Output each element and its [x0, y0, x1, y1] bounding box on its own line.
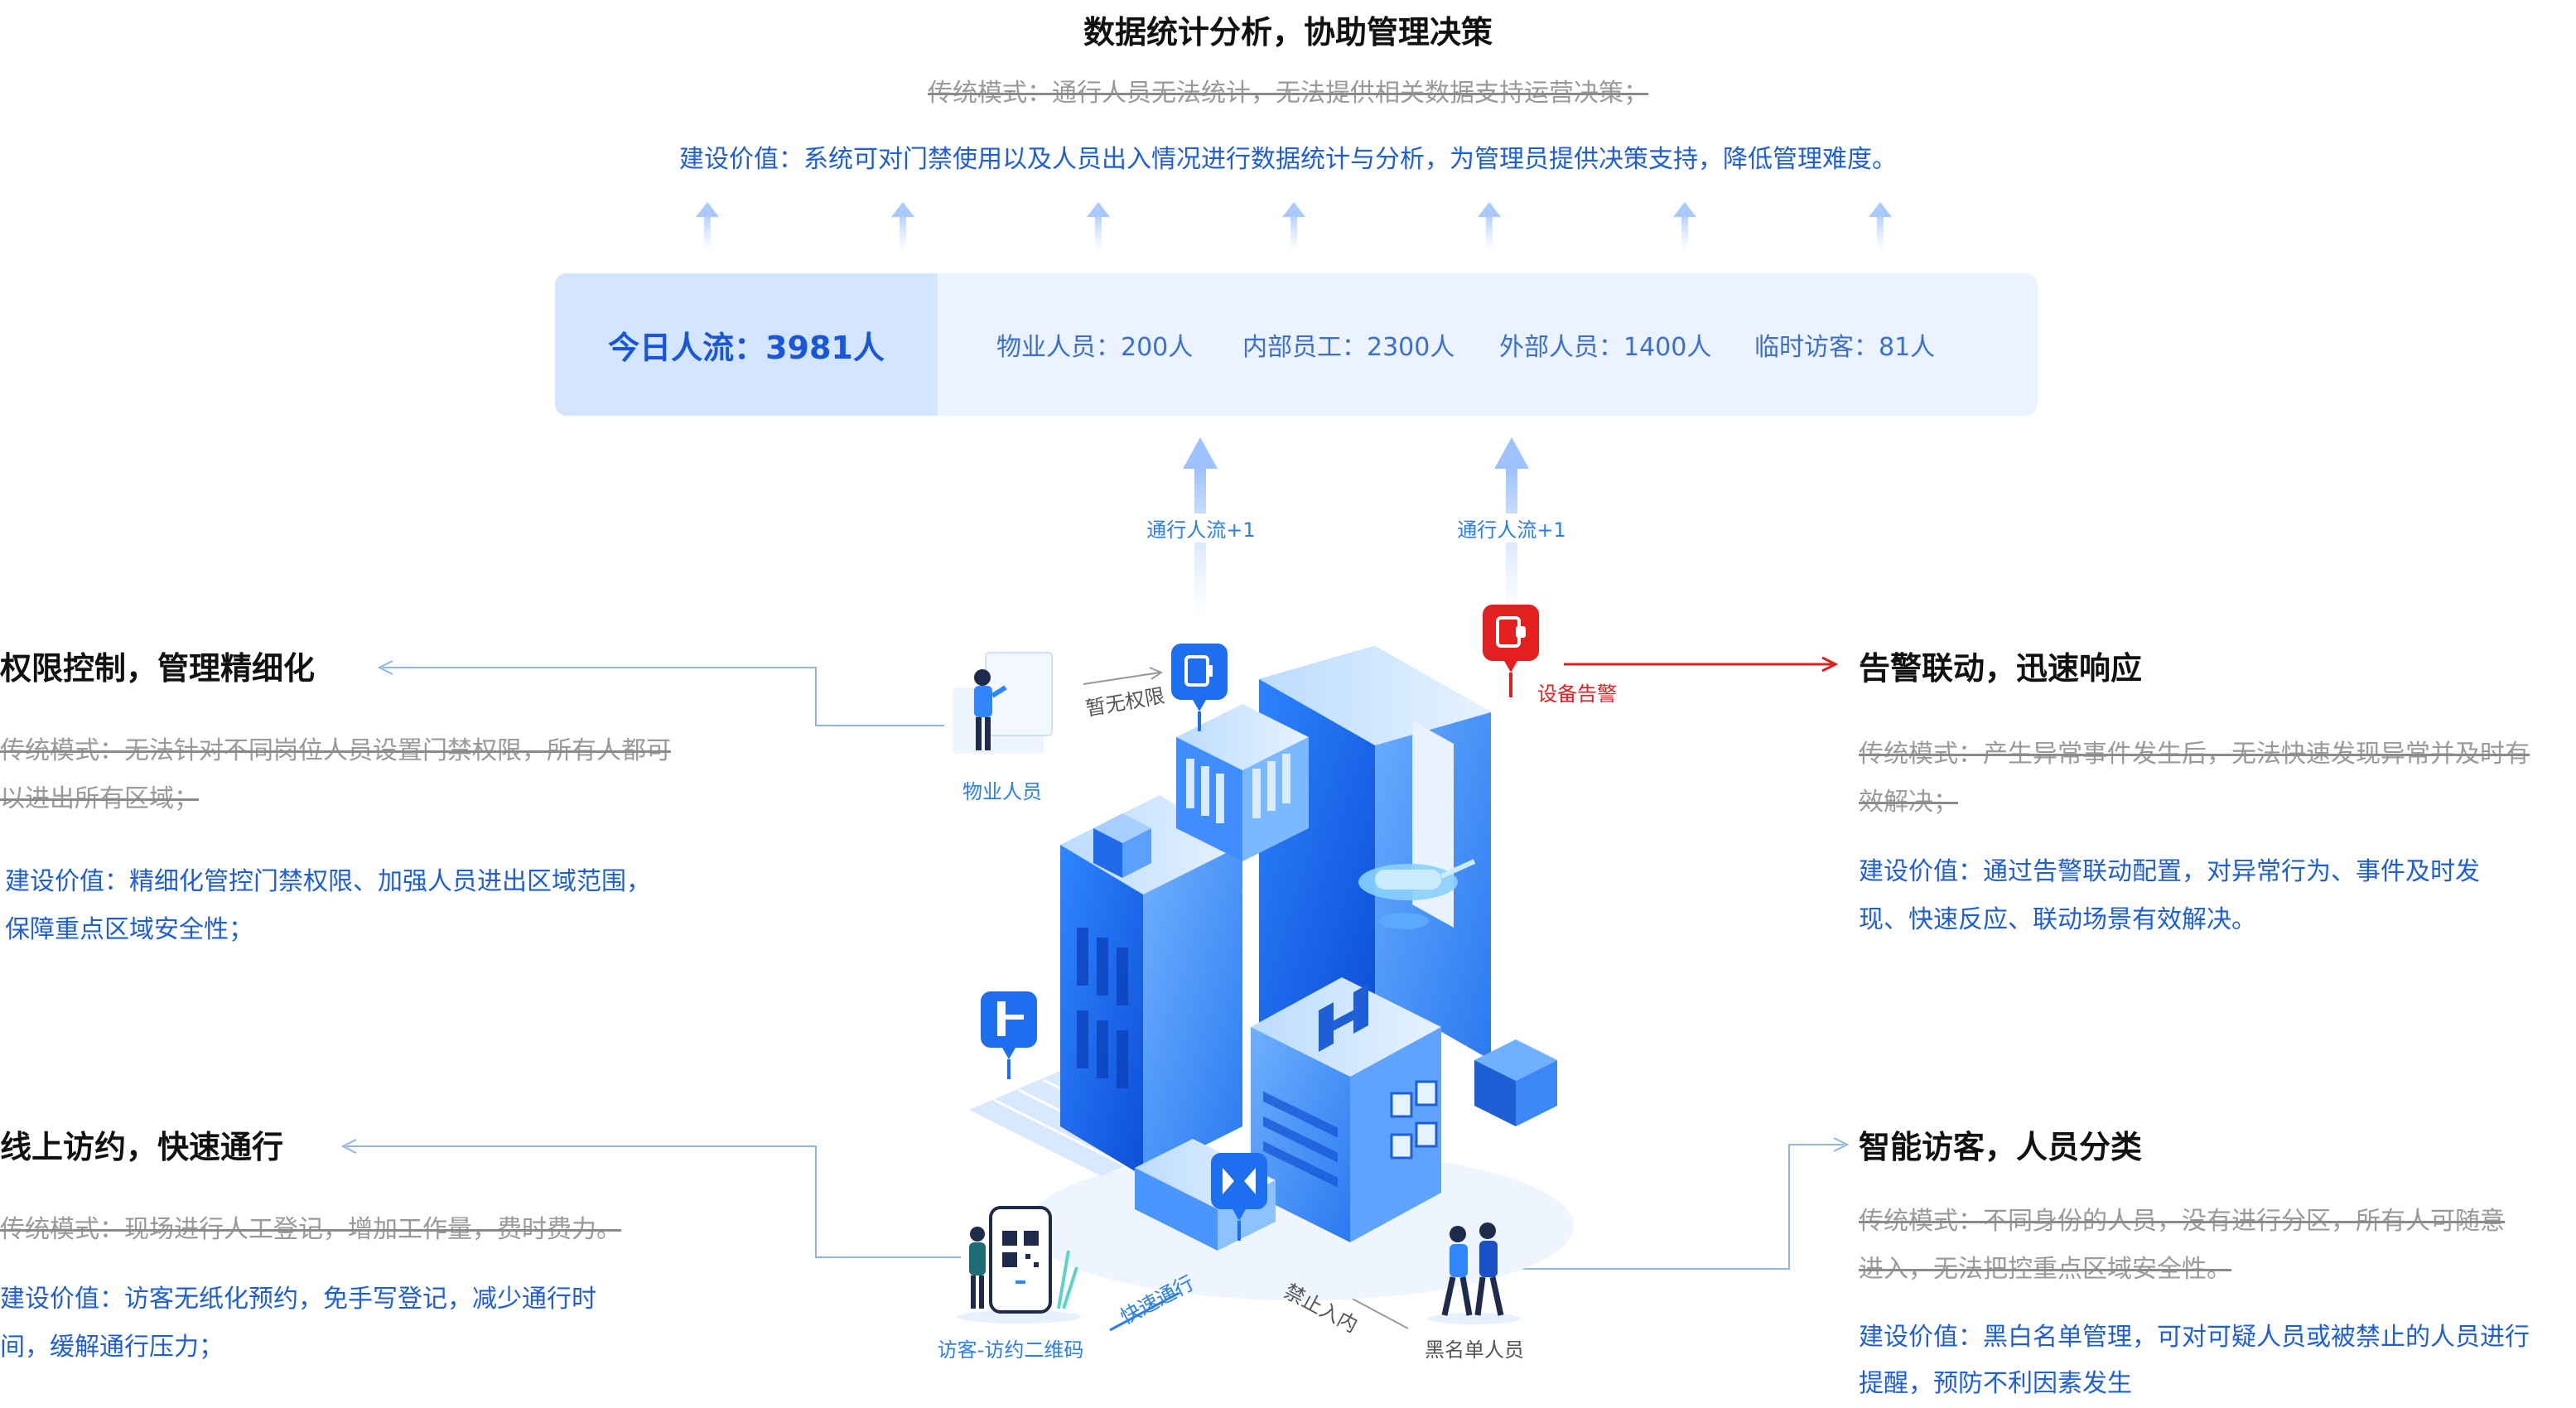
stat-temp-visitor: 临时访客：81人: [1754, 333, 1936, 362]
left-top-value-2: 保障重点区域安全性；: [5, 915, 253, 944]
right-bottom-value-1: 建设价值：黑白名单管理，可对可疑人员或被禁止的人员进行: [1859, 1323, 2530, 1352]
right-top-value-2: 现、快速反应、联动场景有效解决。: [1859, 905, 2256, 934]
up-arrow-icon: [1673, 202, 1696, 252]
up-arrow-icon: [1087, 202, 1110, 252]
drone-icon: [1358, 859, 1476, 929]
stat-external: 外部人员：1400人: [1499, 333, 1712, 362]
stats-panel: 今日人流：3981人 物业人员：200人 内部员工：2300人 外部人员：140…: [555, 273, 2038, 416]
label-property-staff: 物业人员: [962, 780, 1042, 803]
left-top-traditional-1: 传统模式：无法针对不同岗位人员设置门禁权限，所有人都可: [0, 736, 671, 765]
building-illustration: [969, 646, 1574, 1300]
today-flow: 今日人流：3981人: [555, 273, 938, 416]
up-arrow-icon: [1282, 202, 1305, 252]
person-icon: [1479, 1222, 1496, 1239]
right-bottom-traditional-2: 进入，无法把控重点区域安全性。: [1859, 1255, 2231, 1284]
label-visitor-qr: 访客-访约二维码: [937, 1338, 1084, 1362]
right-top-traditional-1: 传统模式：产生异常事件发生后，无法快速发现异常并及时有: [1859, 740, 2530, 769]
up-arrow-icon: [696, 202, 719, 252]
alarm-icon: [1483, 605, 1539, 697]
right-bottom-title: 智能访客，人员分类: [1859, 1129, 2143, 1165]
up-arrow-icon: [1869, 202, 1892, 252]
left-bottom-value-1: 建设价值：访客无纸化预约，免手写登记，减少通行时: [0, 1285, 596, 1314]
door-access-icon: [1171, 644, 1228, 731]
stat-property: 物业人员：200人: [996, 333, 1194, 362]
right-bottom-traditional-1: 传统模式：不同身份的人员，没有进行分区，所有人可随意: [1859, 1207, 2505, 1236]
label-device-alarm: 设备告警: [1537, 682, 1617, 706]
left-top-title: 权限控制，管理精细化: [0, 650, 316, 687]
top-traditional: 传统模式：通行人员无法统计，无法提供相关数据支持运营决策；: [928, 79, 1648, 108]
right-bottom-value-2: 提醒，预防不利因素发生: [1859, 1369, 2132, 1398]
visitor-qr-figure: [957, 1206, 1081, 1324]
stat-internal: 内部员工：2300人: [1242, 333, 1455, 362]
left-bottom-traditional: 传统模式：现场进行人工登记，增加工作量，费时费力。: [0, 1215, 621, 1244]
property-staff-figure: [953, 652, 1053, 754]
top-value: 建设价值：系统可对门禁使用以及人员出入情况进行数据统计与分析，为管理员提供决策支…: [679, 145, 1897, 174]
right-top-title: 告警联动，迅速响应: [1859, 650, 2143, 687]
flow-label-2: 通行人流+1: [1429, 514, 1594, 542]
up-arrow-icon: [1478, 202, 1501, 252]
right-top-value-1: 建设价值：通过告警联动配置，对异常行为、事件及时发: [1859, 857, 2480, 886]
gate-icon: [1211, 1153, 1267, 1241]
flow-label-1: 通行人流+1: [1118, 514, 1284, 542]
person-icon: [970, 1227, 985, 1242]
up-arrows-row: [696, 202, 1892, 252]
left-bottom-value-2: 间，缓解通行压力；: [0, 1333, 224, 1362]
up-arrow-icon: [891, 202, 914, 252]
person-icon: [974, 669, 991, 686]
left-bottom-title: 线上访约，快速通行: [0, 1129, 284, 1165]
left-top-value-1: 建设价值：精细化管控门禁权限、加强人员进出区域范围，: [5, 867, 651, 896]
qr-code-icon: [1002, 1231, 1039, 1267]
right-top-traditional-2: 效解决；: [1859, 788, 1958, 817]
label-blacklist: 黑名单人员: [1425, 1338, 1524, 1362]
left-top-traditional-2: 以进出所有区域；: [0, 784, 199, 813]
top-title: 数据统计分析，协助管理决策: [1083, 14, 1493, 51]
person-icon: [1450, 1226, 1466, 1242]
turnstile-icon: [981, 991, 1037, 1079]
blacklist-figure: [1429, 1222, 1520, 1324]
